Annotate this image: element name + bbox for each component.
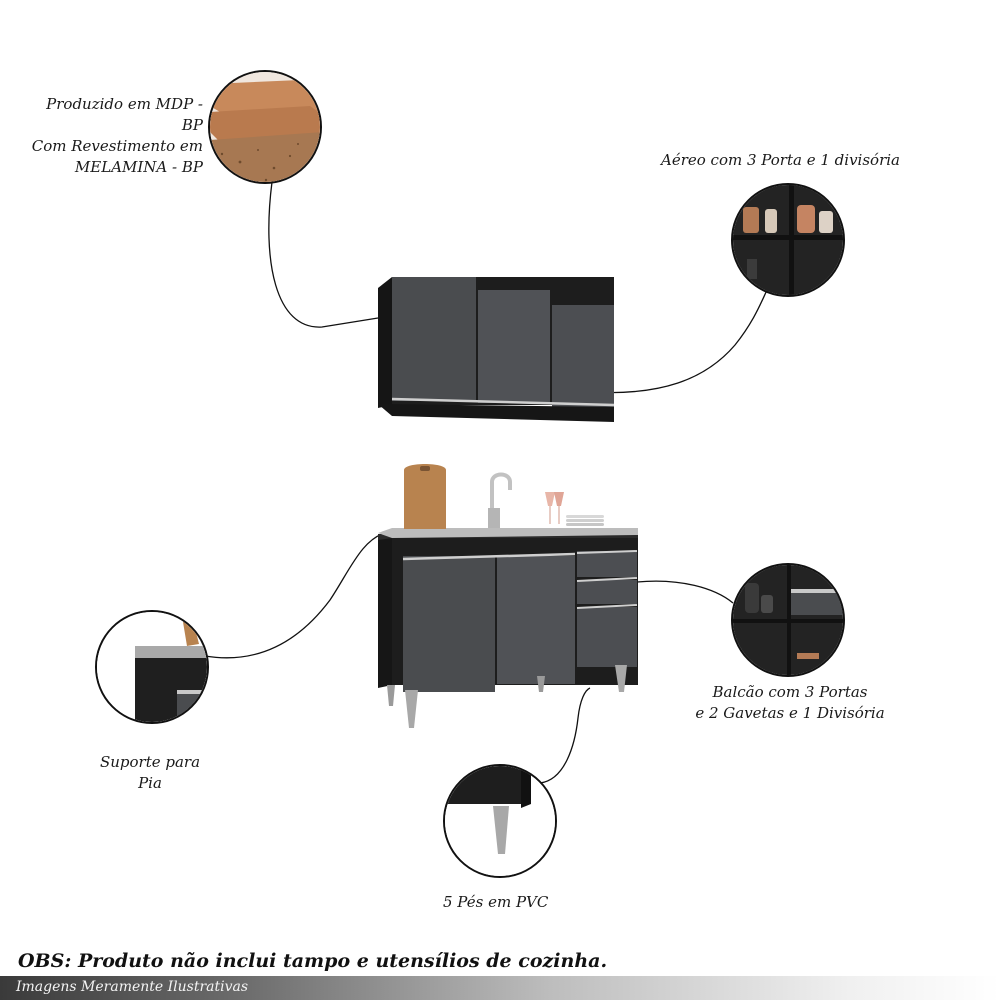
balcao-label-line-2: e 2 Gavetas e 1 Divisória	[695, 704, 885, 722]
connector-aereo	[589, 287, 769, 394]
connector-pes	[539, 687, 591, 784]
sink-support-closeup-icon	[97, 612, 207, 722]
suporte-label-line-1: Suporte para	[99, 753, 201, 771]
callout-balcao-circle	[731, 563, 845, 677]
material-label: Produzido em MDP - BP Com Revestimento e…	[28, 94, 203, 178]
callout-aereo-circle	[731, 183, 845, 297]
pvc-foot-closeup-icon	[445, 766, 555, 876]
callout-suporte-circle	[95, 610, 209, 724]
balcao-label-line-1: Balcão com 3 Portas	[712, 683, 868, 701]
pes-label: 5 Pés em PVC	[443, 893, 549, 911]
connector-suporte	[204, 531, 389, 659]
callout-pes-circle	[443, 764, 557, 878]
shelf-interior-closeup-icon	[733, 185, 843, 295]
suporte-label: Suporte para Pia	[80, 752, 220, 794]
upper-cabinet	[378, 277, 615, 422]
mdp-board-sample-icon	[210, 72, 320, 182]
base-cabinet	[378, 464, 638, 728]
footer-text: Imagens Meramente Ilustrativas	[16, 979, 249, 995]
balcao-label: Balcão com 3 Portas e 2 Gavetas e 1 Divi…	[680, 682, 900, 724]
cabinet-interior-closeup-icon	[733, 565, 843, 675]
material-label-line-1: Produzido em MDP - BP	[46, 95, 203, 134]
material-label-line-2: Com Revestimento em	[31, 137, 203, 155]
connector-material	[268, 181, 379, 328]
suporte-label-line-2: Pia	[138, 774, 162, 792]
footer-band	[0, 976, 1000, 1000]
material-label-line-3: MELAMINA - BP	[74, 158, 203, 176]
aereo-label: Aéreo com 3 Porta e 1 divisória	[661, 151, 900, 169]
callout-material-circle	[208, 70, 322, 184]
connector-balcao	[636, 580, 734, 604]
notice-text: OBS: Produto não inclui tampo e utensíli…	[18, 950, 608, 972]
